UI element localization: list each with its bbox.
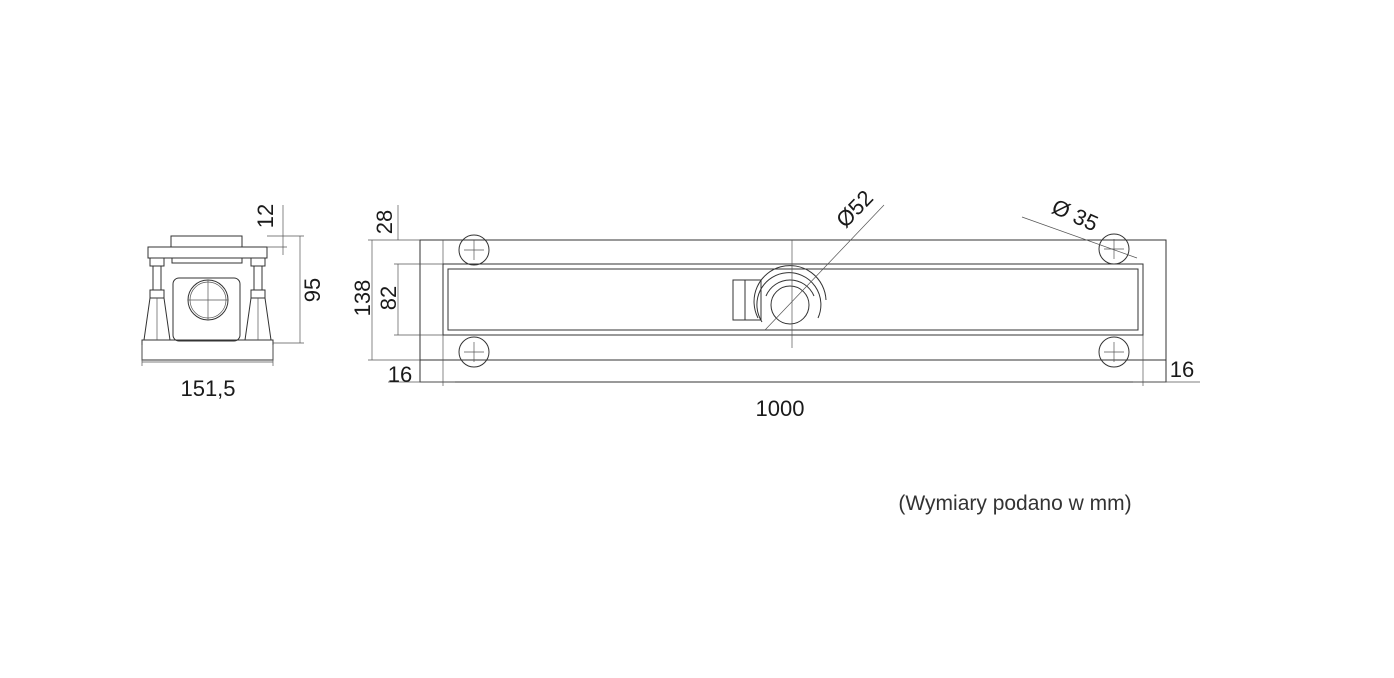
left-leg bbox=[143, 257, 171, 341]
mounting-hole-icon bbox=[458, 336, 490, 368]
side-view: 151,5 95 12 bbox=[141, 204, 325, 401]
side-width-label: 151,5 bbox=[180, 376, 235, 401]
mounting-hole-icon bbox=[458, 234, 490, 266]
side-height-label: 95 bbox=[300, 278, 325, 302]
outlet-icon bbox=[187, 279, 229, 321]
total-width-label: 138 bbox=[350, 280, 375, 317]
hole-diameter-label: Ø 35 bbox=[1048, 194, 1102, 236]
margin-right-label: 16 bbox=[1170, 357, 1194, 382]
drain-outlet-icon bbox=[732, 240, 827, 348]
units-note: (Wymiary podano w mm) bbox=[898, 492, 1131, 515]
top-view: 28 138 82 16 16 1000 Ø52 Ø 35 bbox=[350, 185, 1200, 421]
right-leg bbox=[244, 257, 272, 341]
offset-top-label: 28 bbox=[372, 210, 397, 234]
mounting-hole-icon bbox=[1098, 336, 1130, 368]
length-label: 1000 bbox=[756, 396, 805, 421]
outlet-diameter-label: Ø52 bbox=[831, 185, 878, 232]
side-lid-label: 12 bbox=[253, 204, 278, 228]
margin-left-label: 16 bbox=[388, 362, 412, 387]
channel-width-label: 82 bbox=[376, 286, 401, 310]
mounting-hole-icon bbox=[1098, 233, 1130, 265]
